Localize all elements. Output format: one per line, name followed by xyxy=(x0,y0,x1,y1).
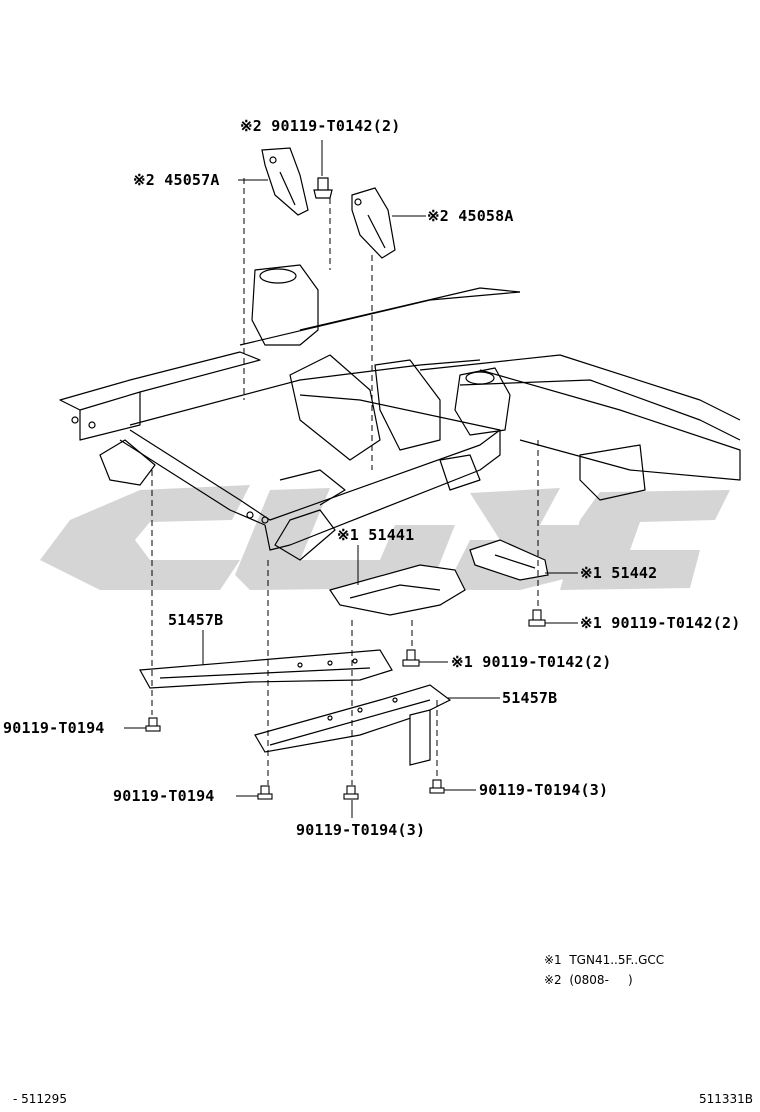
note-2: ※2 (0808- ) xyxy=(544,973,633,987)
footer-right-code: 511331B xyxy=(699,1092,754,1106)
leader-lines xyxy=(124,140,578,818)
crossmember-51457b-upper xyxy=(139,649,393,689)
note-2-mark: ※2 xyxy=(544,973,562,987)
callout-51442: ※1 51442 xyxy=(580,564,658,582)
footer-left-code: - 511295 xyxy=(13,1092,67,1106)
callout-45058a: ※2 45058A xyxy=(427,207,514,225)
callout-90119-t0194-bottom: 90119-T0194(3) xyxy=(296,821,426,839)
callout-90119-t0194-center: 90119-T0194 xyxy=(113,787,215,805)
callout-90119-t0142-top: ※2 90119-T0142(2) xyxy=(240,117,401,135)
crossmember-51457b-lower xyxy=(254,684,452,766)
callout-90119-t0142-right: ※1 90119-T0142(2) xyxy=(580,614,741,632)
note-2-text: (0808- ) xyxy=(569,973,633,987)
bolts xyxy=(145,609,546,800)
bolt-1 xyxy=(528,609,546,627)
bracket-45057a xyxy=(261,147,309,216)
callout-90119-t0194-right: 90119-T0194(3) xyxy=(479,781,609,799)
note-1: ※1 TGN41..5F..GCC xyxy=(544,953,664,967)
bracket-45058a xyxy=(351,187,396,259)
callout-90119-t0142-mid: ※1 90119-T0142(2) xyxy=(451,653,612,671)
plate-51441 xyxy=(329,564,466,616)
bolt-2 xyxy=(402,649,420,667)
bolt-5 xyxy=(343,785,359,800)
bolt-3 xyxy=(145,717,161,732)
note-1-mark: ※1 xyxy=(544,953,562,967)
bolt-6 xyxy=(429,779,445,794)
alignment-lines xyxy=(151,178,539,785)
plate-51442 xyxy=(469,539,549,581)
bolt-top xyxy=(313,177,333,199)
callout-51457b-upper: 51457B xyxy=(168,611,224,629)
note-1-text: TGN41..5F..GCC xyxy=(569,953,665,967)
callout-90119-t0194-left: 90119-T0194 xyxy=(3,719,105,737)
bolt-4 xyxy=(257,785,273,800)
callout-45057a: ※2 45057A xyxy=(133,171,220,189)
frame-structure xyxy=(59,264,741,561)
callout-51441: ※1 51441 xyxy=(337,526,415,544)
callout-51457b-lower: 51457B xyxy=(502,689,558,707)
